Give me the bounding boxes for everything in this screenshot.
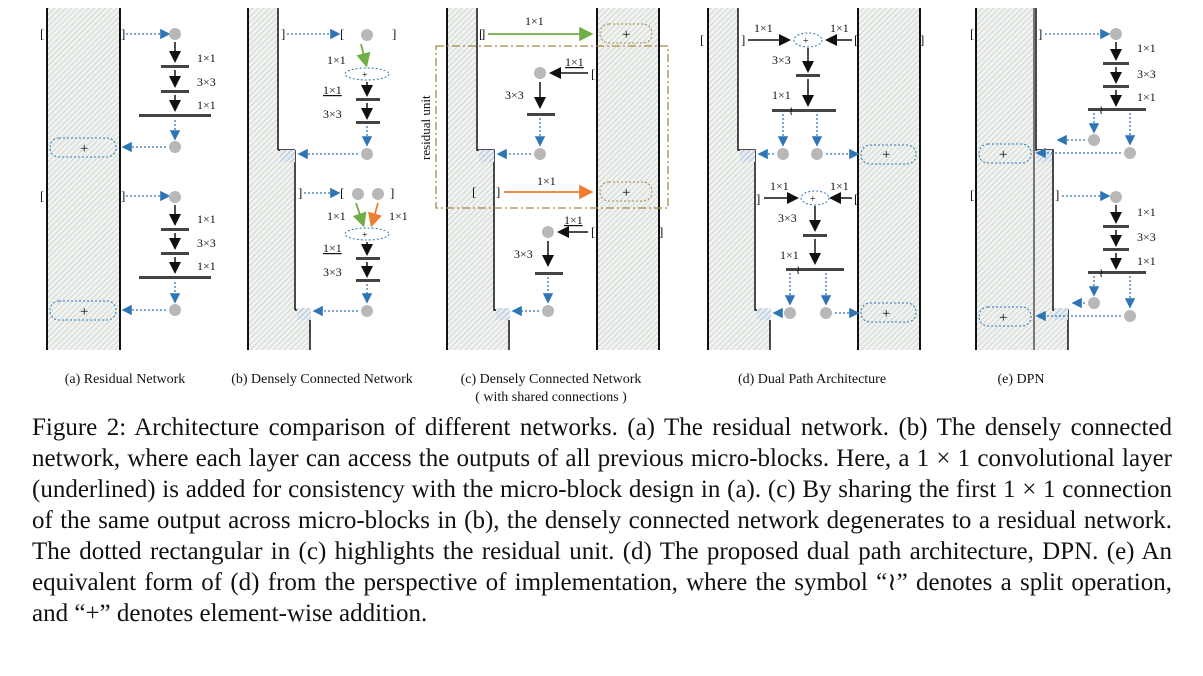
svg-text:[: [ bbox=[700, 32, 704, 47]
panel-title-d: (d) Dual Path Architecture bbox=[738, 372, 886, 387]
svg-text:]: ] bbox=[121, 26, 125, 41]
svg-text:]: ] bbox=[481, 26, 485, 41]
panel-title-a: (a) Residual Network bbox=[65, 372, 186, 387]
svg-text:1×1: 1×1 bbox=[323, 241, 342, 255]
svg-text:≀: ≀ bbox=[789, 104, 794, 118]
svg-text:+: + bbox=[999, 310, 1007, 326]
svg-text:]: ] bbox=[1055, 187, 1059, 202]
caption-label: Figure 2: bbox=[32, 414, 127, 441]
svg-text:1×1: 1×1 bbox=[565, 55, 584, 69]
svg-text:1×1: 1×1 bbox=[327, 209, 346, 223]
svg-text:]: ] bbox=[496, 184, 500, 199]
svg-text:[: [ bbox=[854, 32, 858, 47]
panel-d: [ ] 1×1 1×1 [ ] + 3×3 1×1 ≀ + ] 1×1 1×1 … bbox=[700, 8, 924, 350]
svg-text:]: ] bbox=[392, 26, 396, 41]
svg-text:1×1: 1×1 bbox=[537, 174, 556, 188]
svg-text:+: + bbox=[622, 27, 630, 43]
svg-text:≀: ≀ bbox=[1099, 266, 1104, 280]
panel-title-b: (b) Densely Connected Network bbox=[231, 372, 413, 387]
svg-text:+: + bbox=[882, 306, 890, 322]
svg-text:≀: ≀ bbox=[796, 263, 801, 277]
svg-text:1×1: 1×1 bbox=[525, 14, 544, 28]
svg-text:]: ] bbox=[121, 188, 125, 203]
svg-text:[: [ bbox=[854, 191, 858, 206]
panel-title-e: (e) DPN bbox=[997, 372, 1044, 387]
svg-text:3×3: 3×3 bbox=[1137, 230, 1156, 244]
svg-text:3×3: 3×3 bbox=[505, 88, 524, 102]
panel-title-c: (c) Densely Connected Network bbox=[461, 372, 642, 387]
svg-text:3×3: 3×3 bbox=[197, 236, 216, 250]
residual-unit-label: residual unit bbox=[418, 95, 433, 160]
svg-text:1×1: 1×1 bbox=[323, 83, 342, 97]
svg-text:3×3: 3×3 bbox=[197, 75, 216, 89]
svg-text:1×1: 1×1 bbox=[389, 209, 408, 223]
svg-text:+: + bbox=[80, 304, 88, 320]
svg-text:[: [ bbox=[591, 224, 595, 239]
svg-text:1×1: 1×1 bbox=[772, 88, 791, 102]
panel-b: ] [ ] 1×1 + 1×1 3×3 ] [ ] 1×1 1×1 + 1×1 … bbox=[247, 8, 408, 350]
svg-text:1×1: 1×1 bbox=[1137, 205, 1156, 219]
svg-text:1×1: 1×1 bbox=[197, 259, 216, 273]
svg-text:3×3: 3×3 bbox=[772, 53, 791, 67]
svg-text:3×3: 3×3 bbox=[323, 265, 342, 279]
svg-text:[: [ bbox=[340, 26, 344, 41]
svg-text:]: ] bbox=[659, 224, 663, 239]
svg-text:[: [ bbox=[340, 185, 344, 200]
svg-text:[: [ bbox=[40, 188, 44, 203]
svg-text:1×1: 1×1 bbox=[197, 51, 216, 65]
svg-text:]: ] bbox=[390, 185, 394, 200]
svg-text:[: [ bbox=[472, 184, 476, 199]
svg-text:1×1: 1×1 bbox=[327, 53, 346, 67]
svg-text:1×1: 1×1 bbox=[1137, 90, 1156, 104]
svg-text:1×1: 1×1 bbox=[1137, 41, 1156, 55]
architecture-figure: [ ] 1×1 3×3 1×1 + [ ] 1×1 3×3 1×1 + bbox=[40, 8, 1156, 405]
svg-text:+: + bbox=[810, 194, 816, 205]
svg-text:+: + bbox=[362, 70, 368, 81]
svg-text:[: [ bbox=[479, 26, 483, 41]
svg-text:[: [ bbox=[591, 66, 595, 81]
svg-text:3×3: 3×3 bbox=[1137, 67, 1156, 81]
svg-text:[: [ bbox=[970, 187, 974, 202]
svg-text:1×1: 1×1 bbox=[1137, 254, 1156, 268]
svg-text:]: ] bbox=[281, 26, 285, 41]
node-icon bbox=[169, 28, 181, 40]
panel-a: [ ] 1×1 3×3 1×1 + [ ] 1×1 3×3 1×1 + bbox=[40, 8, 216, 350]
svg-text:]: ] bbox=[756, 191, 760, 206]
svg-text:+: + bbox=[882, 147, 890, 163]
svg-text:]: ] bbox=[298, 185, 302, 200]
svg-text:1×1: 1×1 bbox=[197, 98, 216, 112]
svg-text:1×1: 1×1 bbox=[830, 21, 849, 35]
svg-text:+: + bbox=[362, 230, 368, 241]
svg-text:3×3: 3×3 bbox=[778, 211, 797, 225]
svg-text:+: + bbox=[999, 147, 1007, 163]
svg-text:+: + bbox=[803, 36, 809, 47]
svg-text:]: ] bbox=[1038, 26, 1042, 41]
svg-text:1×1: 1×1 bbox=[780, 248, 799, 262]
caption-text: Architecture comparison of different net… bbox=[32, 414, 1172, 627]
svg-text:1×1: 1×1 bbox=[564, 213, 583, 227]
svg-text:3×3: 3×3 bbox=[514, 247, 533, 261]
figure-caption: Figure 2: Architecture comparison of dif… bbox=[32, 412, 1172, 629]
svg-text:1×1: 1×1 bbox=[770, 179, 789, 193]
bracket-icon: [ bbox=[40, 26, 44, 41]
svg-text:]: ] bbox=[741, 32, 745, 47]
svg-text:1×1: 1×1 bbox=[197, 212, 216, 226]
svg-text:[: [ bbox=[970, 26, 974, 41]
panel-c: residual unit [ ] 1×1 + 1×1 [ 3×3 [ ] 1×… bbox=[418, 8, 669, 350]
panel-e: [ ] ≀ 1×1 3×3 1×1 + [ ] ≀ 1×1 3×3 1× bbox=[970, 8, 1156, 350]
plus-icon: + bbox=[80, 141, 88, 157]
svg-text:]: ] bbox=[920, 32, 924, 47]
svg-text:1×1: 1×1 bbox=[830, 179, 849, 193]
svg-text:1×1: 1×1 bbox=[754, 21, 773, 35]
svg-text:+: + bbox=[622, 185, 630, 201]
svg-text:≀: ≀ bbox=[1099, 103, 1104, 117]
svg-text:3×3: 3×3 bbox=[323, 107, 342, 121]
panel-subtitle-c: ( with shared connections ) bbox=[475, 390, 627, 405]
